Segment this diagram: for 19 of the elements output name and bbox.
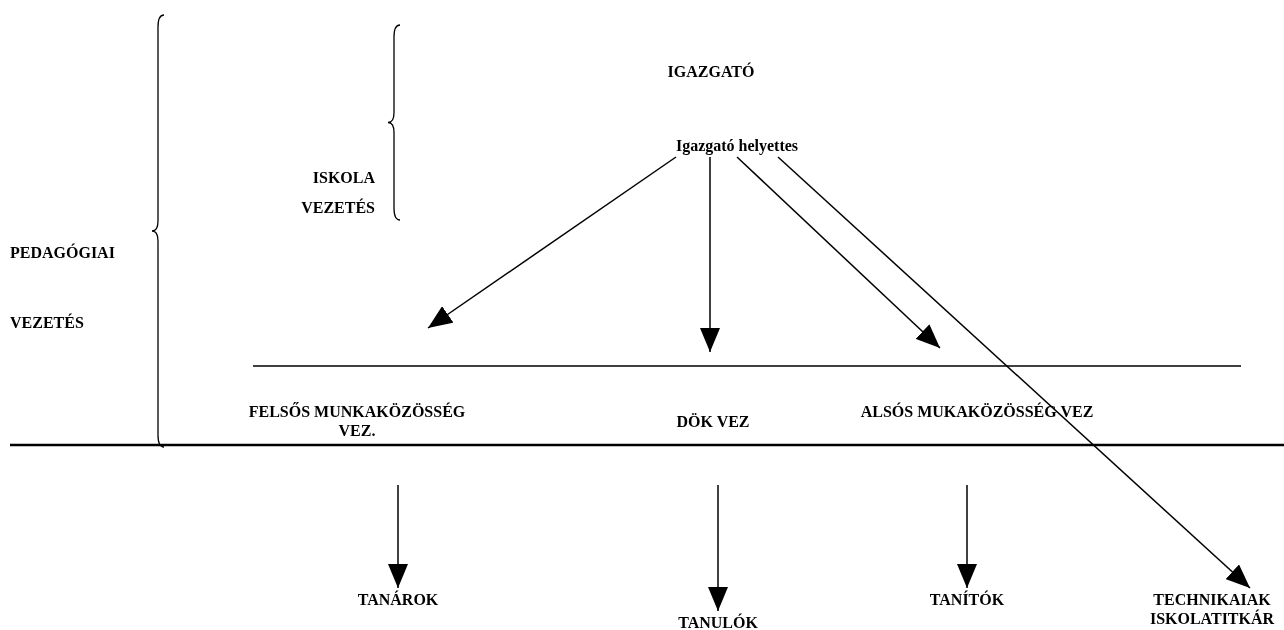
arrow (427, 156, 677, 329)
node-text: Igazgató helyettes (632, 136, 842, 155)
side-label: ISKOLA VEZETÉS (300, 168, 375, 218)
arrow (736, 156, 941, 349)
node-text: ALSÓS MUKAKÖZÖSSÉG VEZ (854, 402, 1100, 421)
node-text: TECHNIKAIAK ISKOLATITKÁR (1142, 590, 1282, 628)
side-label: VEZETÉS (10, 312, 85, 333)
side-label: PEDAGÓGIAI (10, 242, 116, 263)
node-text: TANÍTÓK (907, 590, 1027, 609)
arrow (700, 156, 720, 353)
node-text: TANULÓK (658, 613, 778, 630)
node-text: IGAZGATÓ (641, 62, 781, 81)
arrow (957, 484, 977, 589)
arrow (388, 484, 408, 589)
arrow (777, 156, 1251, 589)
node-text: TANÁROK (338, 590, 458, 609)
node-text: DÖK VEZ (653, 412, 773, 431)
arrow (708, 484, 728, 612)
node-text: FELSŐS MUNKAKÖZÖSSÉG VEZ. (239, 402, 475, 440)
